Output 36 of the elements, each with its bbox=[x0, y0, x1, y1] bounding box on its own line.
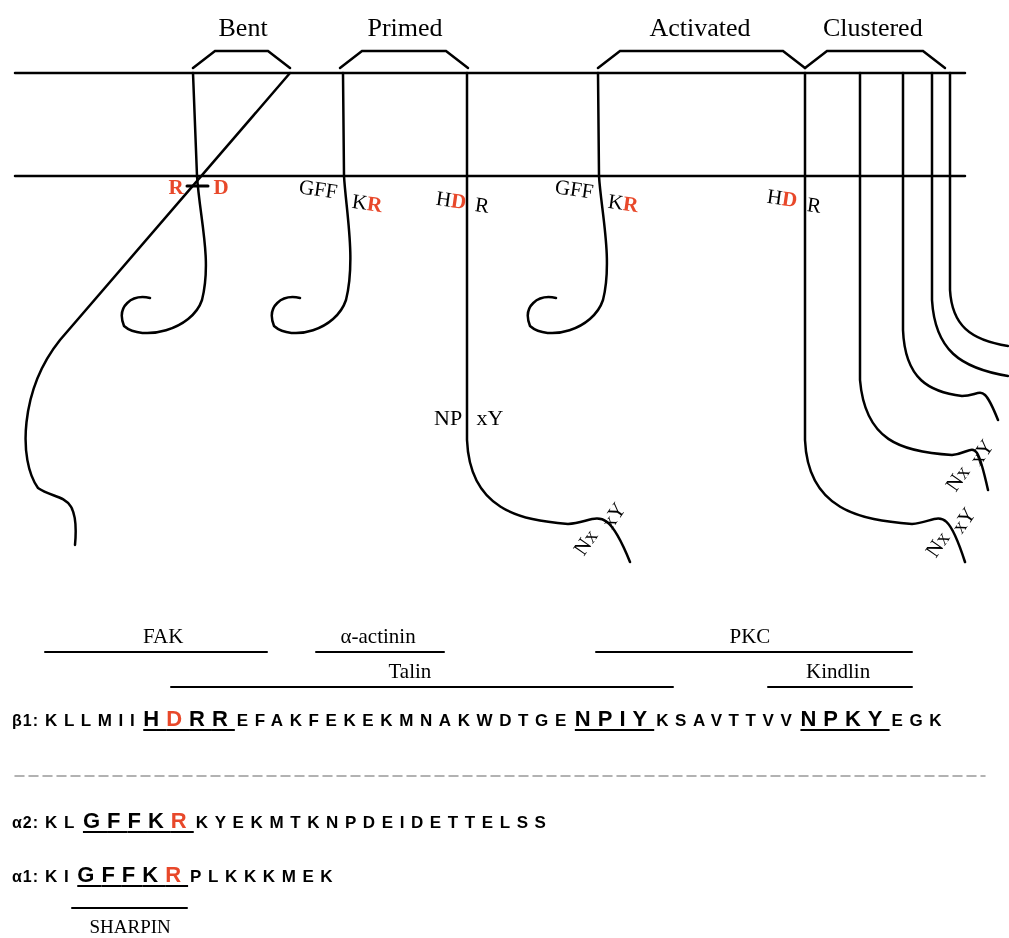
motif-label: R bbox=[473, 193, 491, 217]
state-label: Bent bbox=[218, 15, 268, 41]
residue-label: D bbox=[213, 176, 229, 198]
protein-label: Talin bbox=[388, 660, 432, 682]
protein-label: Kindlin bbox=[806, 660, 871, 682]
motif-label: NP bbox=[434, 407, 463, 429]
motif-label: xY bbox=[476, 407, 504, 429]
state-label: Activated bbox=[649, 15, 751, 41]
motif-sequence: NPKY bbox=[800, 706, 890, 732]
motif-label: GFF bbox=[553, 175, 595, 203]
state-label: Primed bbox=[367, 15, 443, 41]
sequence-text: KLLMII bbox=[45, 711, 142, 731]
protein-label: SHARPIN bbox=[89, 916, 171, 936]
motif-label: R bbox=[805, 193, 823, 217]
chain-label: α2: bbox=[12, 814, 40, 832]
sequence-text: KL bbox=[45, 813, 81, 833]
sequence-text: KI bbox=[45, 867, 76, 887]
sequence-text: KSAVTTVV bbox=[656, 711, 799, 731]
motif-label: GFF bbox=[297, 175, 339, 203]
motif-label: HD bbox=[765, 185, 799, 211]
motif-label: Nx bbox=[569, 525, 602, 559]
motif-label: KR bbox=[350, 190, 384, 216]
chain-label: β1: bbox=[12, 712, 39, 730]
residue-label: R bbox=[168, 176, 184, 198]
protein-label: FAK bbox=[143, 625, 184, 647]
motif-label: HD bbox=[434, 187, 468, 213]
motif-label: KR bbox=[606, 190, 640, 216]
chain-label: α1: bbox=[12, 868, 40, 886]
sequence-text: EFAKFEKEKMNAKWDTGE bbox=[236, 711, 573, 731]
protein-label: α-actinin bbox=[340, 625, 416, 647]
motif-sequence: NPIY bbox=[574, 706, 655, 732]
state-label: Clustered bbox=[823, 15, 923, 41]
sequence-text: EGK bbox=[891, 711, 949, 731]
protein-label: PKC bbox=[729, 625, 771, 647]
sequence-text: PLKKKMEK bbox=[190, 867, 340, 887]
sequence-text: KYEKMTKNPDEIDETTELSS bbox=[195, 813, 553, 833]
